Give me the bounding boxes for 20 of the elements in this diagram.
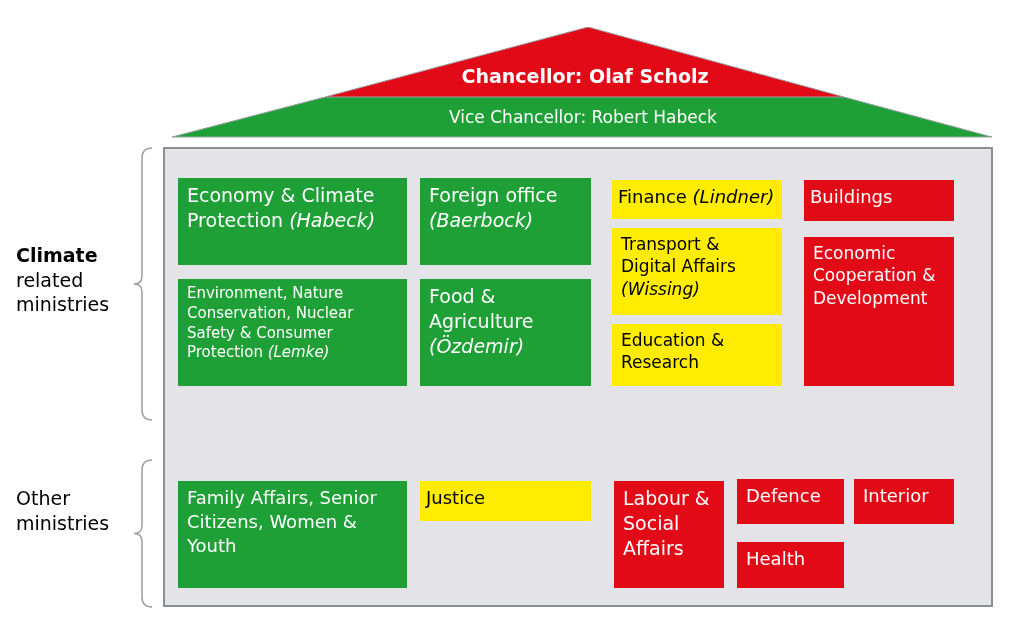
- ministry-box: Economic Cooperation & Development: [804, 237, 954, 386]
- ministry-box: Economy & Climate Protection (Habeck): [178, 178, 407, 265]
- ministry-box: Foreign office (Baerbock): [420, 178, 591, 265]
- ministry-box: Finance (Lindner): [612, 180, 782, 219]
- ministry-box: Food & Agriculture (Özdemir): [420, 279, 591, 386]
- ministry-box: Health: [737, 542, 844, 588]
- ministry-box: Education & Research: [612, 324, 782, 386]
- ministry-box: Transport & Digital Affairs (Wissing): [612, 228, 782, 315]
- ministry-box: Environment, Nature Conservation, Nuclear Safety & Consumer Protection (Lemke): [178, 279, 407, 386]
- roof-label: Vice Chancellor: Robert Habeck: [448, 107, 718, 127]
- ministry-box: Justice: [420, 481, 591, 521]
- group-label: Other ministries: [16, 486, 111, 536]
- ministry-box: Family Affairs, Senior Citizens, Women & Youth: [178, 481, 407, 588]
- house-body: [163, 147, 993, 607]
- roof-label: Chancellor: Olaf Scholz: [460, 65, 710, 87]
- ministry-box: Interior: [854, 479, 954, 524]
- ministry-box: Labour & Social Affairs: [614, 481, 724, 588]
- ministry-box: Defence: [737, 479, 844, 524]
- group-label: Climate related ministries: [16, 243, 111, 318]
- ministry-box: Buildings: [804, 180, 954, 221]
